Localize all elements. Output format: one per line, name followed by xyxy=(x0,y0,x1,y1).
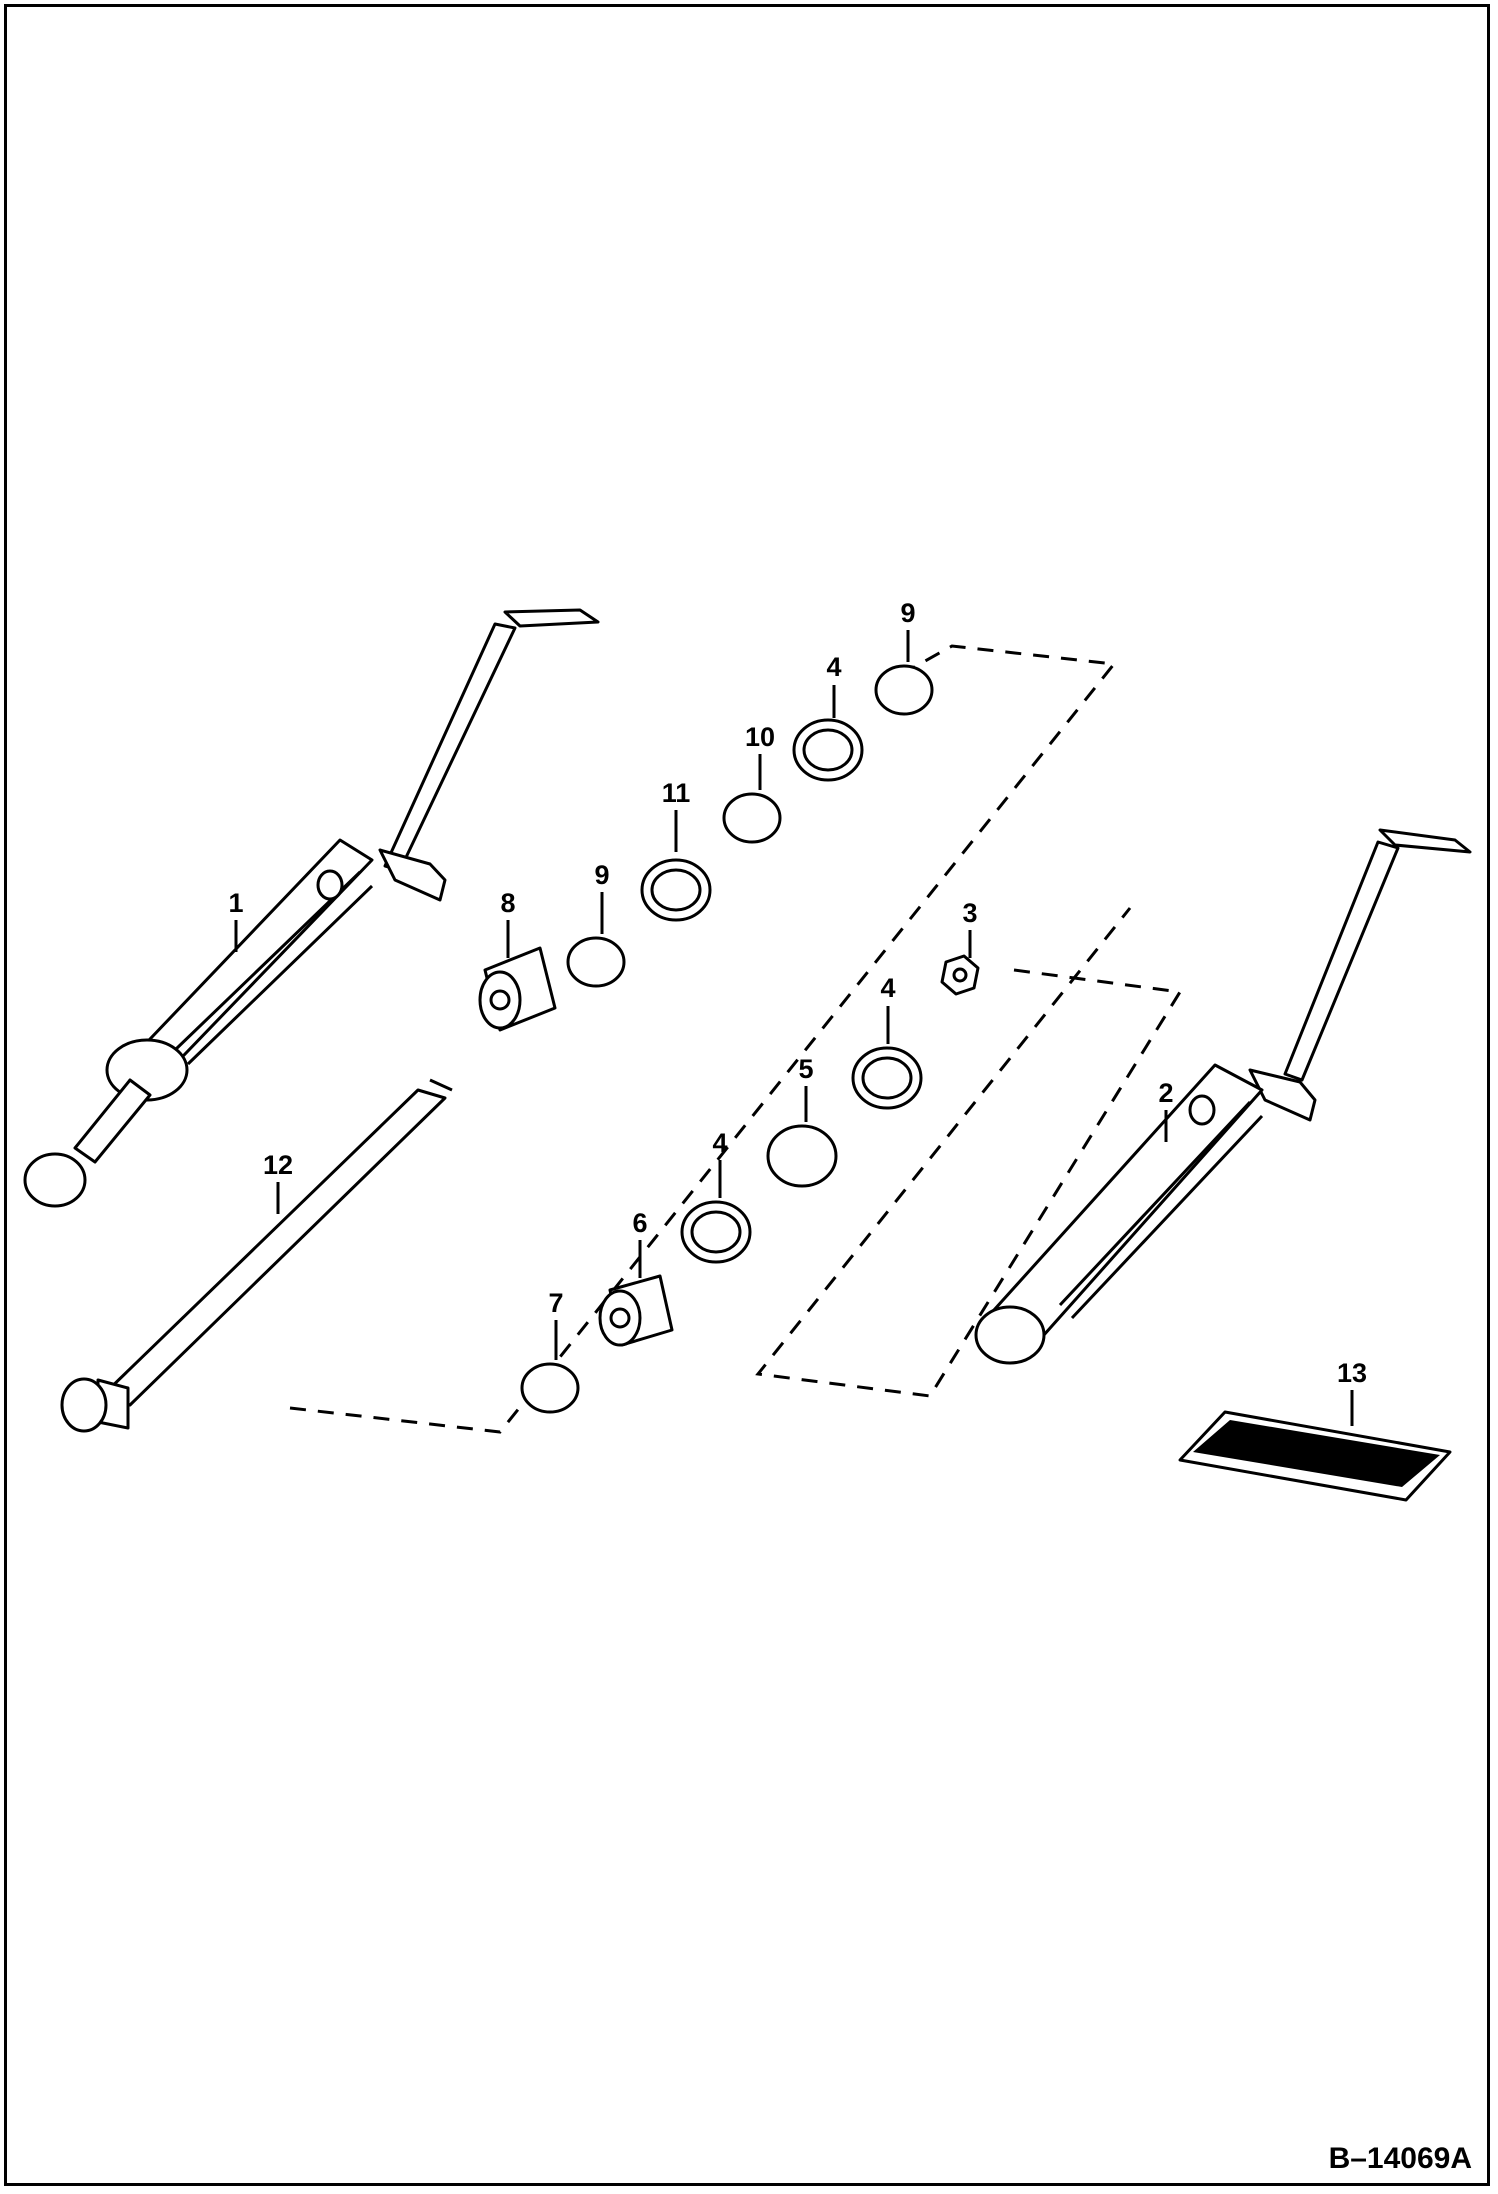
callout-labels: 1 2 3 4 4 4 5 6 7 8 9 9 10 11 12 13 xyxy=(228,598,1367,1388)
part-4-seal-lower xyxy=(680,1200,752,1264)
part-2-cylinder-tube xyxy=(974,828,1472,1365)
callout-9-upper: 9 xyxy=(900,598,915,628)
callout-9-lower: 9 xyxy=(594,860,609,890)
part-9-ring-lower xyxy=(566,936,626,988)
callout-6: 6 xyxy=(632,1208,647,1238)
callout-12: 12 xyxy=(263,1150,293,1180)
part-6-piston xyxy=(598,1274,674,1347)
part-7-ring xyxy=(520,1362,580,1414)
callout-3: 3 xyxy=(962,898,977,928)
callout-1: 1 xyxy=(228,888,243,918)
callout-8: 8 xyxy=(500,888,515,918)
callout-4-middle: 4 xyxy=(880,973,895,1003)
part-4-seal-middle xyxy=(851,1046,923,1110)
part-5-ring xyxy=(766,1124,838,1188)
part-10-ring xyxy=(722,792,782,844)
callout-7: 7 xyxy=(548,1288,563,1318)
part-13-decal xyxy=(1178,1410,1452,1502)
part-3-nut xyxy=(940,954,980,996)
part-1-cylinder-assembly xyxy=(23,608,600,1208)
seal-kit-boundary-lower xyxy=(755,907,1183,1398)
figure-number: B–14069A xyxy=(1328,2142,1472,2175)
drawing-border xyxy=(4,4,1490,2186)
callout-10: 10 xyxy=(745,722,775,752)
part-4-seal-upper xyxy=(792,718,864,782)
leader-lines xyxy=(234,630,1354,1426)
part-12-rod xyxy=(60,1078,453,1433)
callout-4-lower: 4 xyxy=(712,1128,727,1158)
part-11-seal xyxy=(640,858,712,922)
callout-4-upper: 4 xyxy=(826,652,841,682)
part-8-gland xyxy=(478,946,557,1032)
callout-11: 11 xyxy=(662,778,691,808)
callout-5: 5 xyxy=(798,1054,813,1084)
seal-kit-boundary-upper xyxy=(289,644,1117,1434)
decal-graphic xyxy=(1193,1420,1440,1487)
callout-2: 2 xyxy=(1158,1078,1173,1108)
part-9-ring-upper xyxy=(874,664,934,716)
callout-13: 13 xyxy=(1337,1358,1367,1388)
